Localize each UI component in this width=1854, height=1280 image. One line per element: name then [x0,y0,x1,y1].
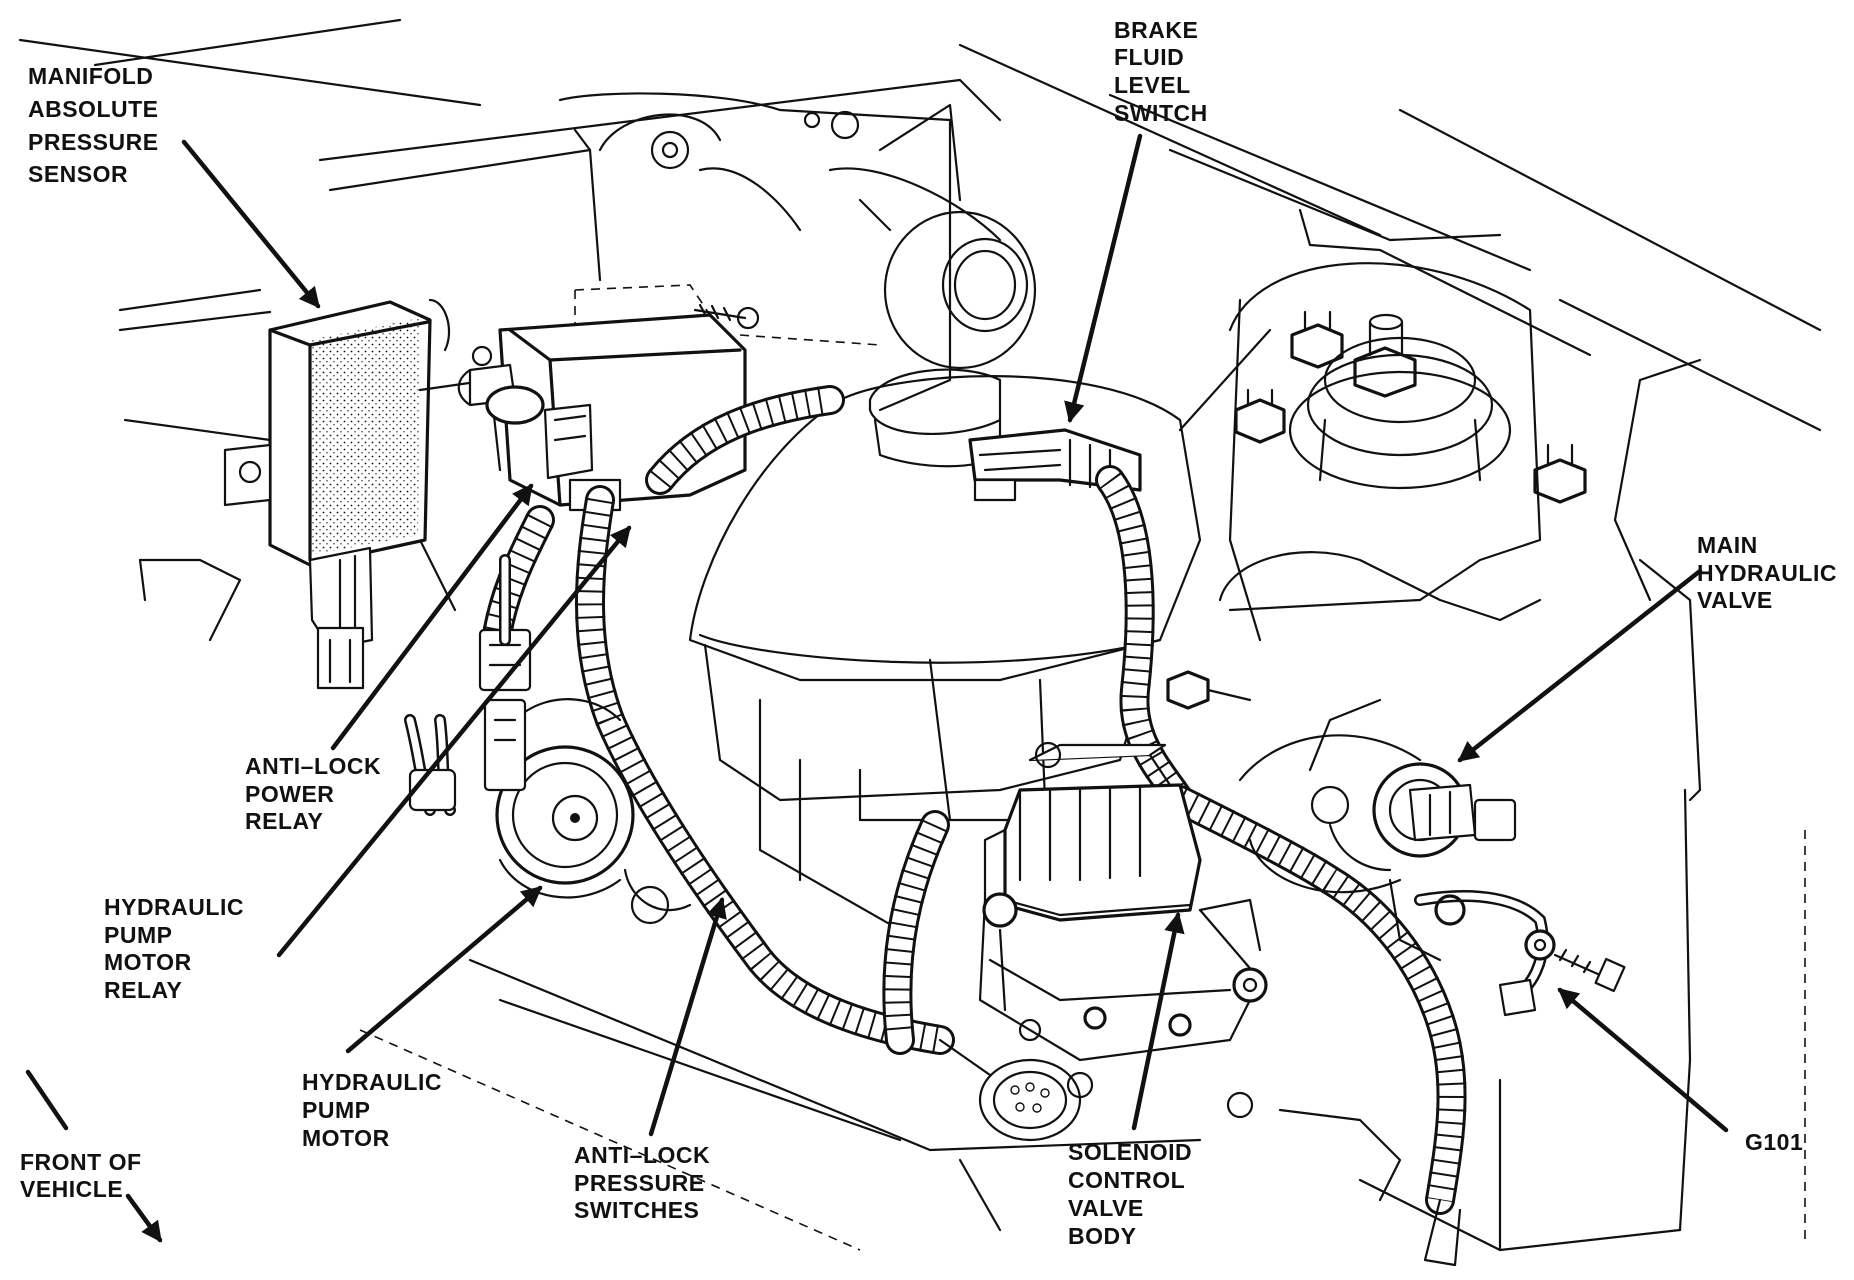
solenoid-control-valve-body [978,743,1268,1062]
leader-solenoid-control-valve-body [1131,911,1185,1131]
manifold-absolute-pressure-sensor [223,298,502,816]
leader-main-hydraulic-valve [1457,568,1703,763]
front-of-vehicle-arrow [125,1193,163,1243]
leader-anti-lock-pressure-switches [648,897,727,1137]
label-g101: G101 [1745,1129,1803,1155]
misc-bolts [1034,670,1254,1119]
leader-g101 [1557,987,1729,1133]
leader-map-sensor [181,139,321,309]
shock-tower [1218,262,1587,622]
label-anti-lock-power-relay: ANTI–LOCK POWER RELAY [245,753,388,834]
brake-booster [558,92,1037,412]
body-panels [18,18,1822,1252]
leader-hydraulic-pump-motor [345,885,543,1054]
leader-brake-fluid-level-switch [1064,133,1143,424]
leader-anti-lock-power-relay [330,483,534,751]
leader-hydraulic-pump-motor-relay [276,525,632,958]
label-solenoid-control-valve-body: SOLENOID CONTROL VALVE BODY [1068,1139,1199,1249]
label-brake-fluid-level-switch: BRAKE FLUID LEVEL SWITCH [1114,17,1208,126]
tower-nut [1533,443,1587,504]
tower-nut [1290,310,1344,369]
label-anti-lock-pressure-switches: ANTI–LOCK PRESSURE SWITCHES [574,1142,717,1223]
label-hydraulic-pump-motor-relay: HYDRAULIC PUMP MOTOR RELAY [104,894,251,1003]
front-of-vehicle-tick [25,1069,69,1131]
label-front-of-vehicle: FRONT OF VEHICLE [20,1149,148,1202]
label-main-hydraulic-valve: MAIN HYDRAULIC VALVE [1697,532,1844,613]
anti-lock-power-relay [457,284,747,512]
callout-labels: MANIFOLD ABSOLUTE PRESSURE SENSOR BRAKE … [20,17,1844,1249]
main-hydraulic-valve [1238,698,1517,962]
label-manifold-absolute-pressure-sensor: MANIFOLD ABSOLUTE PRESSURE SENSOR [28,63,165,187]
label-hydraulic-pump-motor: HYDRAULIC PUMP MOTOR [302,1069,449,1151]
tower-nut [1234,388,1286,444]
leader-lines [25,133,1729,1243]
